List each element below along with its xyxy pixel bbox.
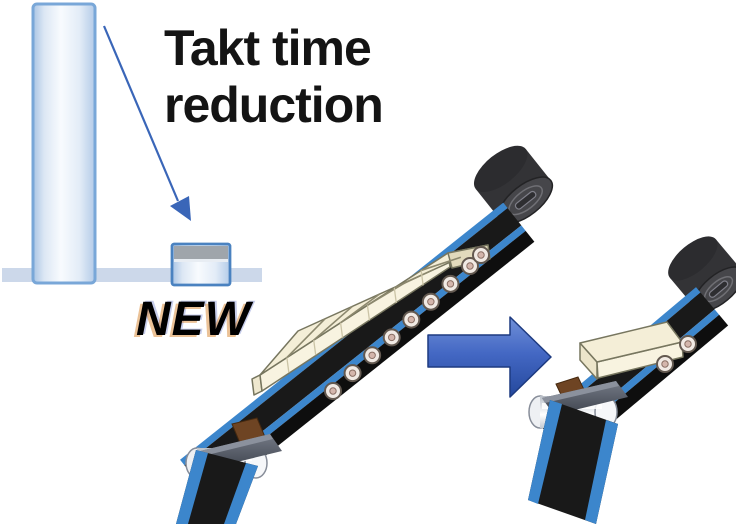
single-pallet <box>579 321 697 380</box>
belt-descent <box>528 400 618 524</box>
pallet-train <box>251 244 491 400</box>
tall-bar <box>31 2 97 285</box>
right-conveyor <box>528 236 736 524</box>
mini-bar-chart <box>2 2 262 287</box>
train-knobs <box>324 257 479 400</box>
reduction-arrow-icon <box>102 25 191 221</box>
block-arrow-icon <box>427 316 552 398</box>
page-title: Takt time reduction <box>164 20 384 133</box>
pallet-top-face <box>579 321 683 363</box>
short-bar <box>170 242 232 287</box>
train-dividers <box>286 256 462 373</box>
left-conveyor <box>176 145 554 524</box>
train-corner-knob <box>472 246 490 264</box>
pallet-knobs <box>656 335 697 373</box>
belt-descent <box>176 450 258 524</box>
short-bar-lid <box>174 246 228 259</box>
new-label: NEW <box>136 293 251 346</box>
